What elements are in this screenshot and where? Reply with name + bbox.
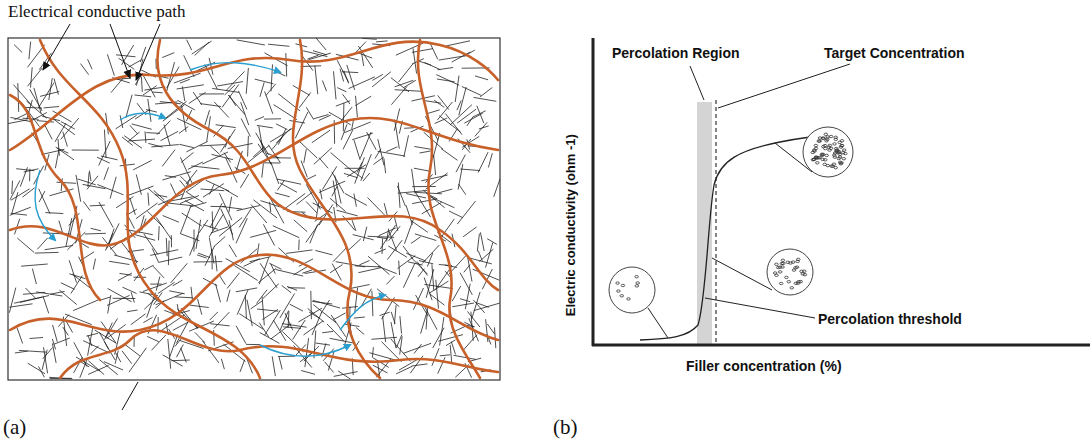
electron-flow-arrows <box>35 63 385 357</box>
threshold-label: Percolation threshold <box>818 312 962 327</box>
conductive-paths <box>10 40 498 378</box>
filler-network <box>8 38 500 379</box>
panel-label: Electrical conductive path <box>8 3 185 22</box>
subfigure-label: (a) <box>3 416 26 439</box>
conductivity-curve <box>640 135 832 340</box>
filler-particles <box>616 133 847 300</box>
panel-frame <box>8 38 500 380</box>
subfigure-label: (b) <box>553 416 578 439</box>
target-line <box>715 100 716 345</box>
concentration-label: Target Concentration <box>824 46 965 61</box>
axis-title: Filler concentration (%) <box>686 359 842 374</box>
leader-lines <box>43 24 160 410</box>
dispersion-insets <box>609 127 853 313</box>
annotation-leaders <box>648 64 850 338</box>
axis-title: Electric conductivity (ohm -1) <box>564 134 578 316</box>
axes <box>592 38 1090 346</box>
region-label: Percolation Region <box>612 46 740 61</box>
